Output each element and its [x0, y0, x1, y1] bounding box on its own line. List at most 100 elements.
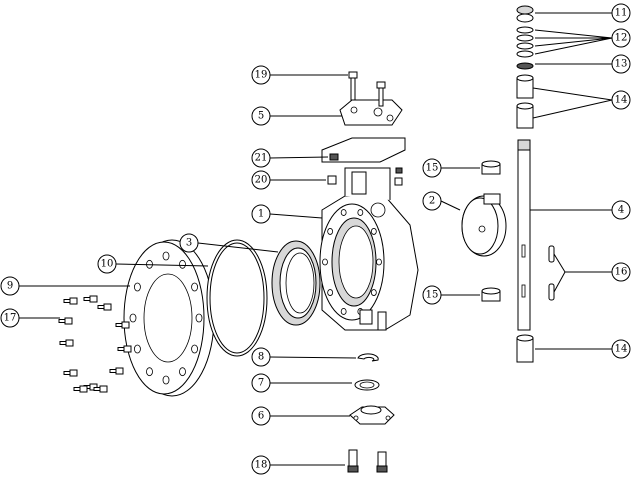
o-ring-part	[206, 239, 268, 357]
callout-2-label: 2	[429, 196, 435, 207]
body-bolt-hole	[376, 258, 382, 266]
callout-18-label: 18	[255, 460, 268, 471]
leader-line	[532, 87, 613, 101]
screw	[117, 345, 132, 353]
callout-10: 10	[97, 254, 117, 274]
callout-1: 1	[251, 204, 271, 224]
flange-part	[123, 239, 215, 397]
flange-bolt-hole	[191, 282, 198, 292]
washer-part	[354, 379, 380, 391]
callout-15-lower-label: 15	[426, 290, 439, 301]
callout-2: 2	[422, 191, 442, 211]
callout-15-lower: 15	[422, 285, 442, 305]
body-bolt-hole	[327, 228, 334, 235]
body-bolt-hole	[357, 209, 364, 216]
sleeve-upper-part	[516, 74, 534, 129]
flange-bolt-hole	[129, 313, 137, 323]
bottom-cover-part	[349, 405, 395, 425]
callout-19: 19	[251, 65, 271, 85]
seat-liner-part	[271, 240, 321, 326]
callout-20-label: 20	[255, 175, 268, 186]
screw	[73, 385, 88, 393]
bushing-upper-part	[481, 160, 501, 175]
callout-4: 4	[611, 200, 631, 220]
stem-part	[517, 139, 531, 331]
body-bolt-hole	[322, 258, 328, 266]
screw	[109, 367, 124, 375]
leader-line	[534, 37, 613, 55]
callout-21-label: 21	[255, 153, 268, 164]
leader-line	[553, 253, 566, 273]
callout-14-upper: 14	[611, 90, 631, 110]
top-bolts-part	[348, 71, 386, 107]
callout-6-label: 6	[258, 411, 264, 422]
leader-line	[553, 271, 566, 293]
screw	[63, 369, 78, 377]
screw	[63, 297, 78, 305]
callout-12-label: 12	[615, 33, 628, 44]
flange-bolt-hole	[179, 367, 186, 377]
callout-7-label: 7	[258, 378, 264, 389]
flange-bolt-hole	[146, 367, 153, 377]
callout-15-upper-label: 15	[426, 163, 439, 174]
leader-line	[440, 200, 461, 211]
screw	[58, 317, 73, 325]
leader-line	[534, 37, 613, 47]
flange-bolt-hole	[134, 344, 141, 354]
leader-line	[197, 242, 279, 253]
callout-5-label: 5	[258, 111, 264, 122]
body-bolt-hole	[327, 289, 334, 296]
valve-body-part	[319, 137, 419, 331]
disc-part	[461, 193, 507, 257]
callout-14-lower: 14	[611, 339, 631, 359]
callout-4-label: 4	[618, 205, 624, 216]
callout-8-label: 8	[258, 352, 264, 363]
callout-15-upper: 15	[422, 158, 442, 178]
body-bolt-hole	[370, 289, 377, 296]
callout-1-label: 1	[258, 209, 264, 220]
flange-bolt-hole	[195, 313, 203, 323]
flange-bolt-hole	[179, 259, 186, 269]
flange-bolt-hole	[162, 375, 170, 385]
callout-12: 12	[611, 28, 631, 48]
leader-line	[269, 213, 323, 219]
callout-10-label: 10	[101, 259, 114, 270]
callout-3: 3	[179, 233, 199, 253]
callout-14-lower-label: 14	[615, 344, 628, 355]
flange-bolt-hole	[134, 282, 141, 292]
callout-5: 5	[251, 106, 271, 126]
leader-lines	[19, 12, 613, 466]
bracket-plate-part	[339, 99, 403, 126]
callout-17: 17	[0, 308, 20, 328]
callout-11-label: 11	[615, 8, 628, 19]
leader-line	[115, 263, 209, 267]
ring-stack-part	[516, 5, 534, 70]
bushing-lower-part	[481, 287, 501, 302]
callout-17-label: 17	[4, 313, 17, 324]
pins-part	[548, 245, 555, 301]
screw	[93, 385, 108, 393]
callout-18: 18	[251, 455, 271, 475]
screw	[97, 303, 112, 311]
body-bolt-hole	[340, 308, 347, 315]
callout-3-label: 3	[186, 238, 192, 249]
leader-line	[269, 356, 357, 359]
leader-line	[269, 156, 329, 159]
callout-8: 8	[251, 347, 271, 367]
callout-16-label: 16	[615, 267, 628, 278]
flange-bolt-hole	[191, 344, 198, 354]
callout-9-label: 9	[7, 281, 13, 292]
flange-bolt-hole	[162, 251, 170, 261]
bottom-bolts-part	[347, 449, 388, 473]
body-bolt-hole	[370, 228, 377, 235]
callout-13: 13	[611, 54, 631, 74]
callout-9: 9	[0, 276, 20, 296]
callout-20: 20	[251, 170, 271, 190]
screw	[59, 339, 74, 347]
callout-6: 6	[251, 406, 271, 426]
callout-19-label: 19	[255, 70, 268, 81]
callout-21: 21	[251, 148, 271, 168]
screw	[115, 321, 130, 329]
callout-11: 11	[611, 3, 631, 23]
sleeve-lower-part	[516, 334, 534, 363]
